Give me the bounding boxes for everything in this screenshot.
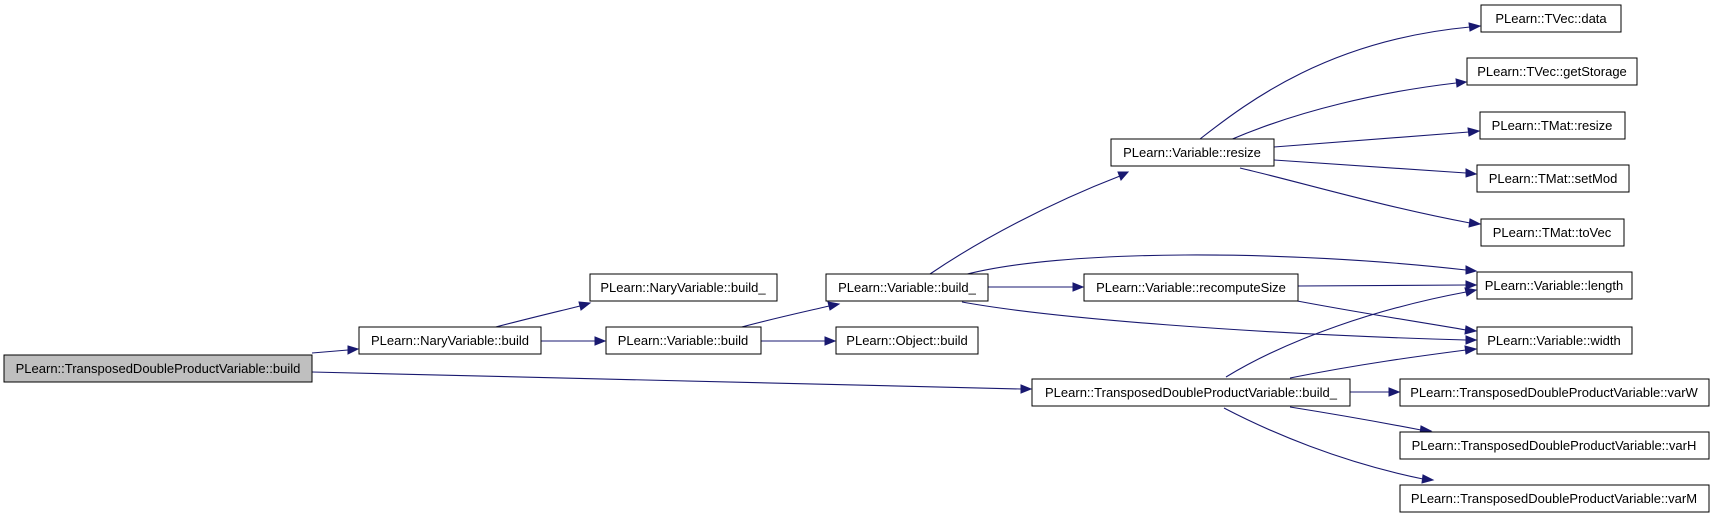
edge-nary-build-to-var-build xyxy=(540,336,607,346)
node-tmat-tovec[interactable]: PLearn::TMat::toVec xyxy=(1480,218,1625,247)
edge-resize-to-tmat-setmod xyxy=(1273,159,1478,178)
node-tvec-data[interactable]: PLearn::TVec::data xyxy=(1480,4,1622,33)
svg-text:PLearn::Object::build: PLearn::Object::build xyxy=(846,333,967,348)
edge-root-to-tdp-build xyxy=(311,371,1033,394)
edge-tdp-build-to-varw xyxy=(1350,387,1401,397)
node-tdp-build-underscore[interactable]: PLearn::TransposedDoubleProductVariable:… xyxy=(1031,378,1351,407)
node-tmat-resize[interactable]: PLearn::TMat::resize xyxy=(1479,111,1626,140)
node-tvec-getstorage[interactable]: PLearn::TVec::getStorage xyxy=(1466,57,1638,86)
svg-text:PLearn::TransposedDoubleProduc: PLearn::TransposedDoubleProductVariable:… xyxy=(1412,438,1697,453)
svg-text:PLearn::TMat::setMod: PLearn::TMat::setMod xyxy=(1489,171,1618,186)
edge-root-to-nary-build xyxy=(311,345,360,355)
svg-text:PLearn::Variable::build: PLearn::Variable::build xyxy=(618,333,749,348)
node-var-recompute[interactable]: PLearn::Variable::recomputeSize xyxy=(1083,273,1299,302)
edge-nary-build-to-nary-build xyxy=(491,301,592,329)
svg-text:PLearn::TransposedDoubleProduc: PLearn::TransposedDoubleProductVariable:… xyxy=(1410,385,1698,400)
edge-resize-to-tmat-tovec xyxy=(1239,167,1482,228)
edge-tdp-build-to-varh xyxy=(1289,406,1433,435)
node-obj-build[interactable]: PLearn::Object::build xyxy=(835,326,979,355)
node-var-build-underscore[interactable]: PLearn::Variable::build_ xyxy=(825,273,989,302)
edge-var-build-to-width xyxy=(961,301,1478,345)
node-nary-build-underscore[interactable]: PLearn::NaryVariable::build_ xyxy=(589,273,778,302)
svg-text:PLearn::TMat::toVec: PLearn::TMat::toVec xyxy=(1493,225,1612,240)
edge-tdp-build-to-width xyxy=(1289,345,1478,379)
svg-text:PLearn::Variable::resize: PLearn::Variable::resize xyxy=(1123,145,1261,160)
svg-text:PLearn::NaryVariable::build_: PLearn::NaryVariable::build_ xyxy=(600,280,766,295)
node-var-build[interactable]: PLearn::Variable::build xyxy=(605,326,762,355)
node-root[interactable]: PLearn::TransposedDoubleProductVariable:… xyxy=(3,354,313,383)
edge-var-build-to-length xyxy=(959,254,1478,277)
node-var-width[interactable]: PLearn::Variable::width xyxy=(1476,326,1633,355)
node-tdp-varw[interactable]: PLearn::TransposedDoubleProductVariable:… xyxy=(1399,378,1710,407)
edge-recompute-to-length xyxy=(1296,280,1478,290)
edge-var-build-to-obj-build xyxy=(760,336,837,346)
node-tdp-varm[interactable]: PLearn::TransposedDoubleProductVariable:… xyxy=(1399,484,1710,513)
edge-resize-to-tvec-data xyxy=(1199,22,1482,140)
node-var-length[interactable]: PLearn::Variable::length xyxy=(1476,271,1633,300)
edge-var-build-to-recompute xyxy=(988,282,1085,292)
node-tdp-varh[interactable]: PLearn::TransposedDoubleProductVariable:… xyxy=(1399,431,1710,460)
svg-text:PLearn::Variable::width: PLearn::Variable::width xyxy=(1487,333,1620,348)
svg-text:PLearn::Variable::length: PLearn::Variable::length xyxy=(1485,278,1624,293)
svg-text:PLearn::NaryVariable::build: PLearn::NaryVariable::build xyxy=(371,333,529,348)
edge-recompute-to-width xyxy=(1291,299,1478,335)
edge-resize-to-tmat-resize xyxy=(1273,127,1481,148)
edge-var-build-to-var-build xyxy=(737,301,841,329)
edge-var-build-to-resize xyxy=(929,171,1130,275)
svg-text:PLearn::TMat::resize: PLearn::TMat::resize xyxy=(1492,118,1613,133)
svg-text:PLearn::TransposedDoubleProduc: PLearn::TransposedDoubleProductVariable:… xyxy=(16,361,301,376)
node-nary-build[interactable]: PLearn::NaryVariable::build xyxy=(358,326,542,355)
edge-tdp-build-to-varm xyxy=(1223,407,1435,484)
edge-resize-to-tvec-getstorage xyxy=(1229,78,1468,141)
svg-text:PLearn::TVec::data: PLearn::TVec::data xyxy=(1495,11,1607,26)
edge-tdp-build-to-length xyxy=(1225,287,1478,378)
svg-text:PLearn::TransposedDoubleProduc: PLearn::TransposedDoubleProductVariable:… xyxy=(1045,385,1338,400)
svg-text:PLearn::TransposedDoubleProduc: PLearn::TransposedDoubleProductVariable:… xyxy=(1411,491,1697,506)
svg-text:PLearn::TVec::getStorage: PLearn::TVec::getStorage xyxy=(1477,64,1627,79)
node-tmat-setmod[interactable]: PLearn::TMat::setMod xyxy=(1476,164,1630,193)
node-var-resize[interactable]: PLearn::Variable::resize xyxy=(1110,138,1275,167)
svg-text:PLearn::Variable::recomputeSiz: PLearn::Variable::recomputeSize xyxy=(1096,280,1286,295)
svg-text:PLearn::Variable::build_: PLearn::Variable::build_ xyxy=(838,280,977,295)
